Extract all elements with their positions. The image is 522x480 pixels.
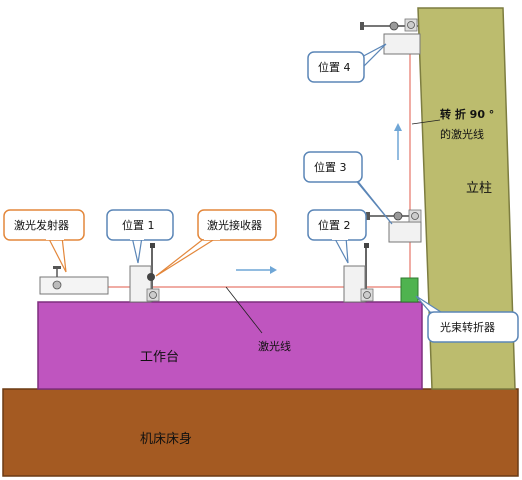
machine-bed: 机床床身 xyxy=(2,388,519,477)
callout-receiver-text: 激光接收器 xyxy=(207,218,262,232)
callout-position-2: 位置 2 xyxy=(307,209,367,264)
callout-emitter-text: 激光发射器 xyxy=(14,218,69,232)
beam-bender xyxy=(400,277,419,303)
callout-position-1: 位置 1 xyxy=(106,209,174,264)
receiver-position-3 xyxy=(366,209,422,243)
callout-position-4: 位置 4 xyxy=(307,43,387,83)
callout-position-3-text: 位置 3 xyxy=(314,160,347,174)
turned-laser-label: 转 折 90 ° 的激光线 xyxy=(411,107,494,141)
horizontal-arrow-icon xyxy=(236,266,277,274)
vertical-arrow-icon xyxy=(394,123,402,160)
turned-laser-label-line2: 的激光线 xyxy=(440,127,484,141)
receiver-position-2 xyxy=(343,243,374,303)
callout-beam-bender-text: 光束转折器 xyxy=(440,320,495,334)
column-label: 立柱 xyxy=(466,181,492,196)
callout-beam-bender: 光束转折器 xyxy=(415,295,519,343)
laser-label-leader xyxy=(225,286,263,334)
callout-position-3: 位置 3 xyxy=(303,151,393,225)
callout-position-4-text: 位置 4 xyxy=(318,60,351,74)
column: 立柱 xyxy=(417,7,516,390)
turned-laser-label-line1: 转 折 90 ° xyxy=(440,107,494,121)
callout-receiver: 激光接收器 xyxy=(155,209,277,277)
worktable: 工作台 激光线 xyxy=(37,301,423,390)
laser-emitter xyxy=(39,266,109,295)
bed-label: 机床床身 xyxy=(140,431,192,447)
callout-position-2-text: 位置 2 xyxy=(318,218,351,232)
receiver-position-4 xyxy=(360,18,421,55)
table-label: 工作台 xyxy=(140,350,179,365)
callout-position-1-text: 位置 1 xyxy=(122,218,155,232)
laser-line-label: 激光线 xyxy=(258,339,291,353)
callout-emitter: 激光发射器 xyxy=(3,209,85,273)
receiver-position-1 xyxy=(129,243,160,303)
